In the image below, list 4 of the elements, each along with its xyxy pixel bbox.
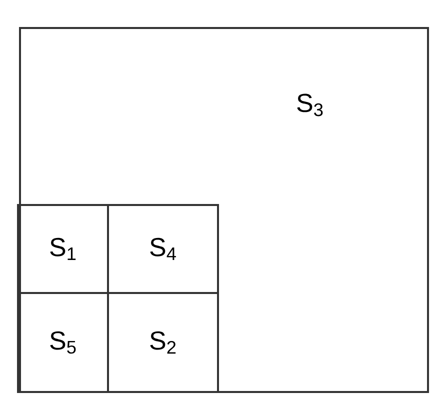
grid-cell: S$_{5}$ [17, 292, 109, 393]
grid-cell: S$_{1}$ [17, 204, 109, 294]
grid-cell: S$_{4}$ [107, 204, 219, 294]
grid-cell: S$_{2}$ [107, 292, 219, 393]
